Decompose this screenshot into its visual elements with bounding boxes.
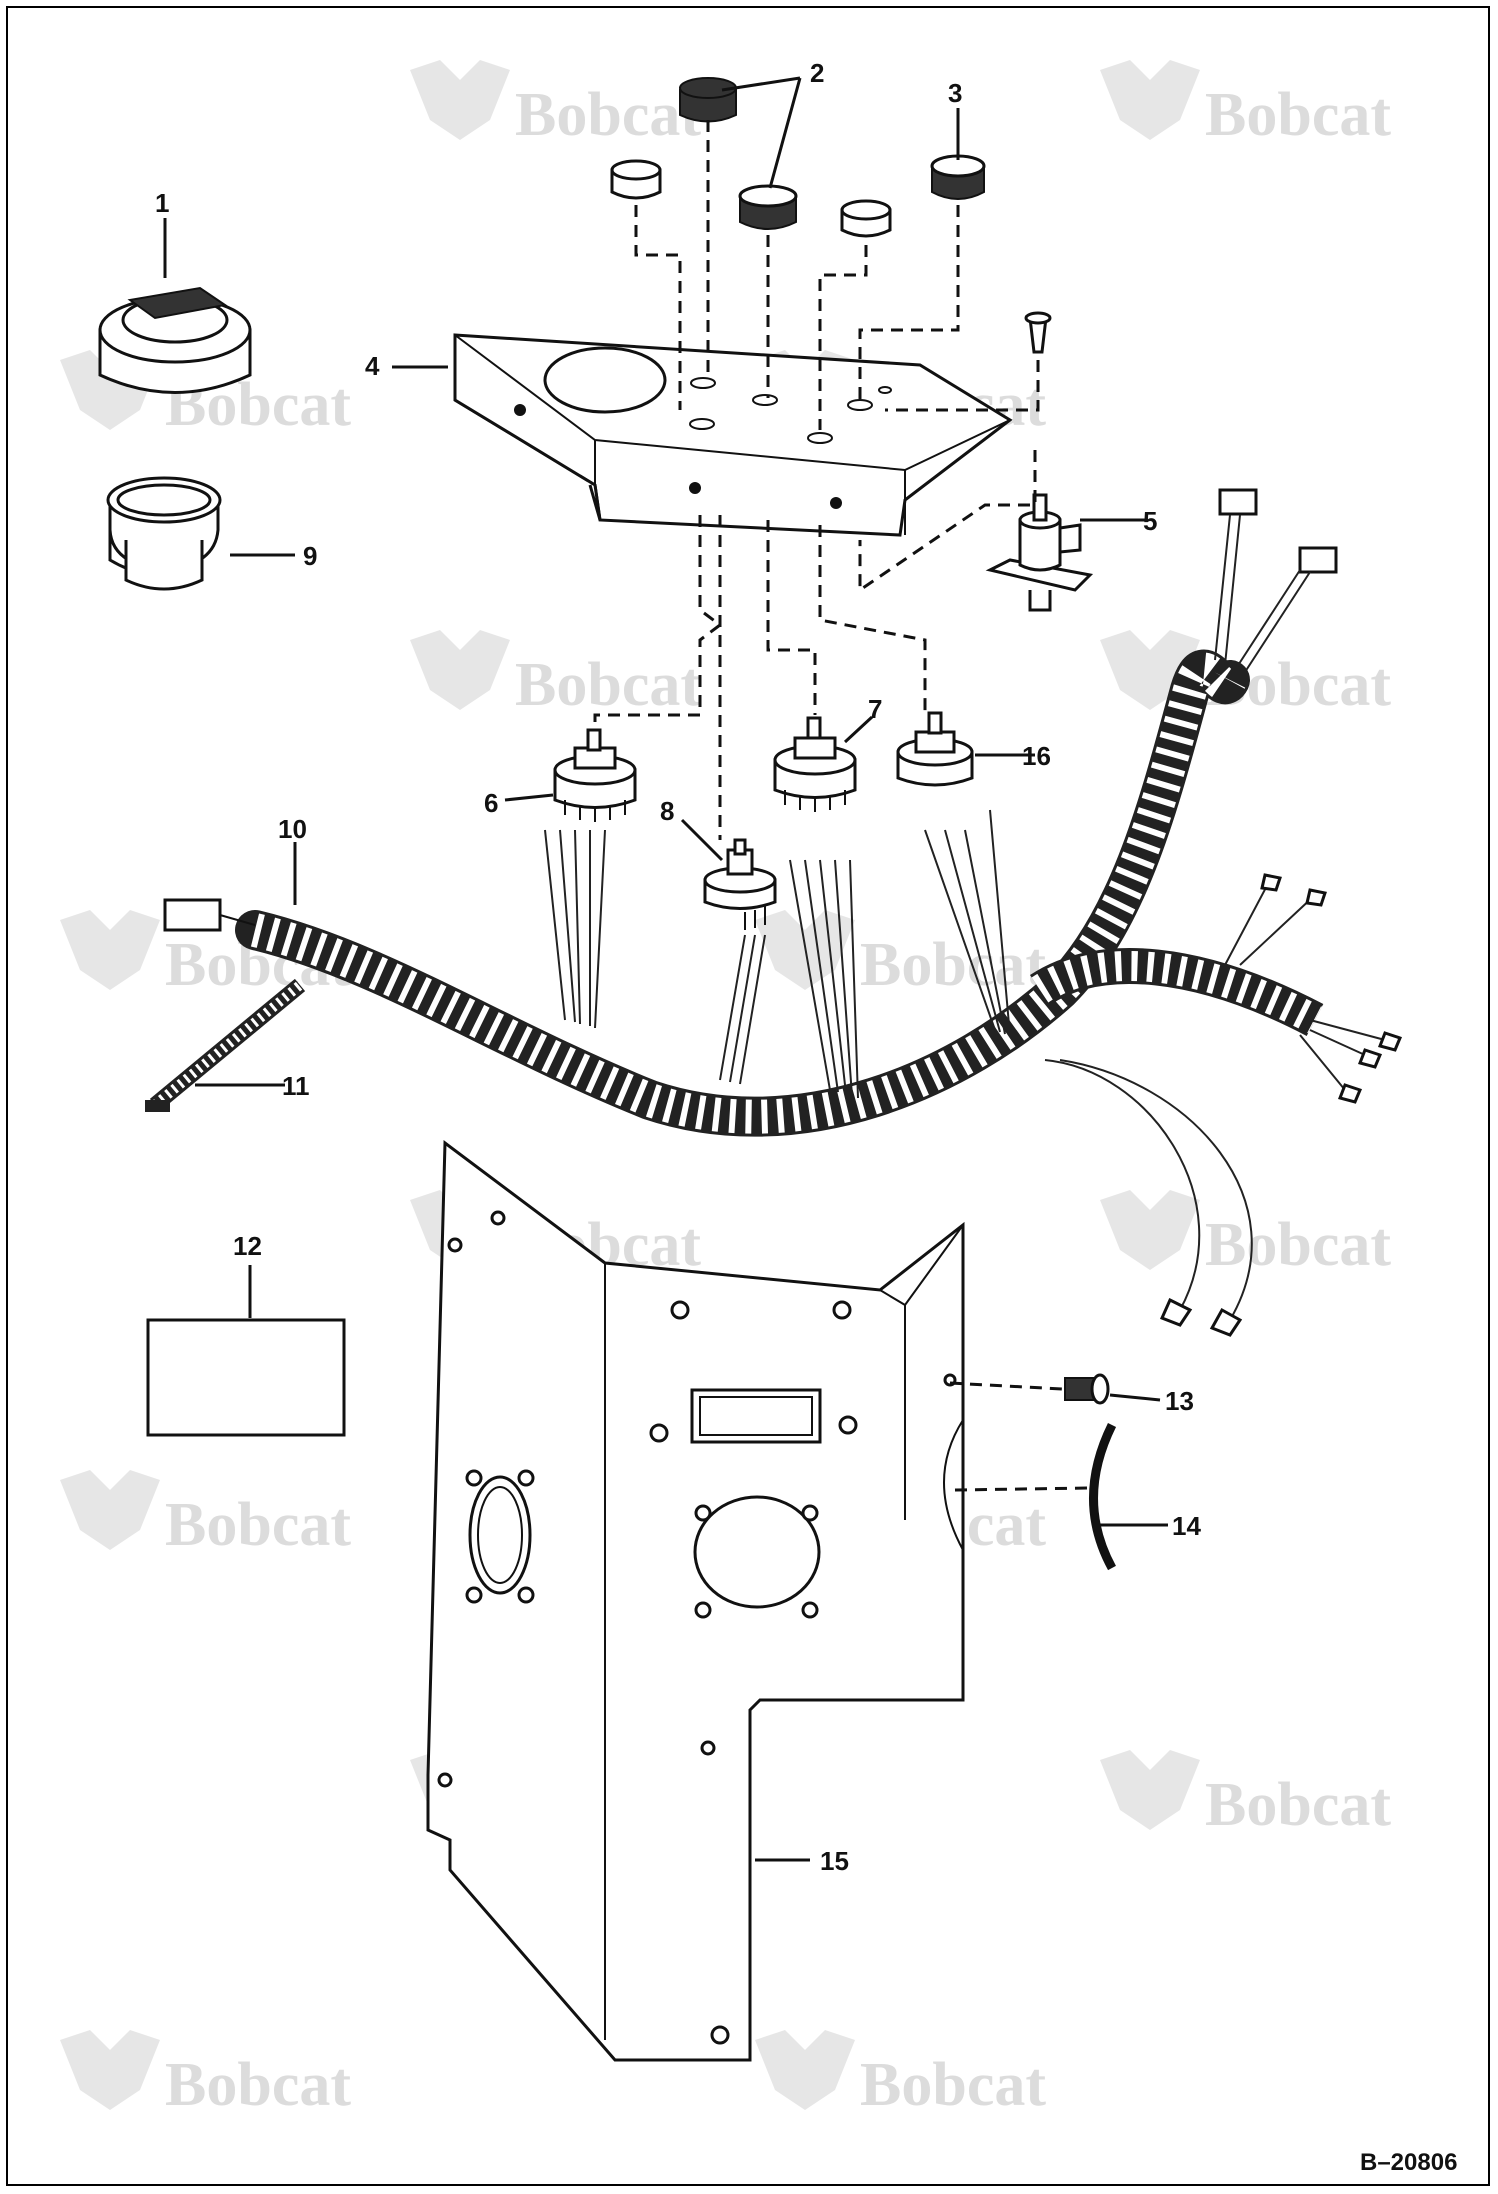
part-4-bracket [453, 333, 1013, 537]
callout-16: 16 [1022, 741, 1051, 771]
watermark-logo-icon [1100, 1750, 1200, 1830]
watermark-text: Bobcat [515, 651, 701, 719]
watermark-logo-icon [755, 2030, 855, 2110]
callout-4: 4 [365, 351, 380, 381]
watermark-text: Bobcat [1205, 1211, 1391, 1279]
callout-10: 10 [278, 814, 307, 844]
knob-2a-icon [679, 77, 737, 123]
watermark-logo-icon [60, 2030, 160, 2110]
knob-2b-icon [738, 184, 798, 230]
watermark-logo-icon [1100, 60, 1200, 140]
part-10-wire-harness [163, 488, 1403, 1337]
watermark-logo-icon [60, 910, 160, 990]
watermark-text: Bobcat [860, 2051, 1046, 2119]
watermark-text: Bobcat [860, 931, 1046, 999]
watermark-logo-icon [410, 630, 510, 710]
watermark-text: Bobcat [165, 2051, 351, 2119]
watermark-text: Bobcat [515, 81, 701, 149]
part-9-bezel [106, 476, 222, 591]
watermark-logo-icon [60, 1470, 160, 1550]
callout-15: 15 [820, 1846, 849, 1876]
callout-5: 5 [1143, 506, 1157, 536]
part-11-cable-tie [145, 978, 306, 1112]
connector-plug-icon [163, 898, 222, 932]
callout-12: 12 [233, 1231, 262, 1261]
part-8-potentiometer [703, 838, 777, 930]
watermark-layer: Bobcat Bobcat Bobcat Bobcat Bobcat Bobca… [60, 60, 1391, 2119]
watermark-logo-icon [1100, 1190, 1200, 1270]
part-12-decal [146, 1318, 346, 1437]
part-6-selector-switch [553, 728, 637, 822]
part-13-screw [949, 1373, 1110, 1405]
callout-9: 9 [303, 541, 317, 571]
callout-13: 13 [1165, 1386, 1194, 1416]
connector-plug-icon [1298, 546, 1338, 574]
callout-2: 2 [810, 58, 824, 88]
part-16-selector-switch [896, 711, 974, 787]
leader-lines [163, 76, 1168, 1862]
figure-reference: B–20806 [1360, 2149, 1457, 2176]
part-15-panel [426, 1140, 965, 2062]
watermark-text: Bobcat [165, 1491, 351, 1559]
knob-small-right-icon [840, 199, 892, 238]
assembly-lines [593, 120, 1040, 840]
callout-11: 11 [282, 1071, 310, 1101]
knob-small-left-icon [610, 159, 662, 200]
screw-icon [1024, 311, 1052, 354]
part-1-gauge [98, 286, 252, 394]
knob-3-icon [930, 154, 986, 200]
callout-6: 6 [484, 788, 498, 818]
callout-14: 14 [1172, 1511, 1201, 1541]
watermark-text: Bobcat [1205, 1771, 1391, 1839]
callout-8: 8 [660, 796, 674, 826]
callout-7: 7 [868, 694, 882, 724]
callout-1: 1 [155, 188, 169, 218]
part-14-edge-trim [954, 1423, 1117, 1571]
part-7-selector-switch [773, 716, 857, 812]
callout-labels: 1 2 3 4 5 6 7 8 9 10 11 12 13 14 15 16 [155, 58, 1201, 1876]
watermark-logo-icon [410, 60, 510, 140]
part-5-switch [985, 493, 1094, 612]
watermark-text: Bobcat [1205, 81, 1391, 149]
connector-plug-icon [1218, 488, 1258, 516]
callout-3: 3 [948, 78, 962, 108]
